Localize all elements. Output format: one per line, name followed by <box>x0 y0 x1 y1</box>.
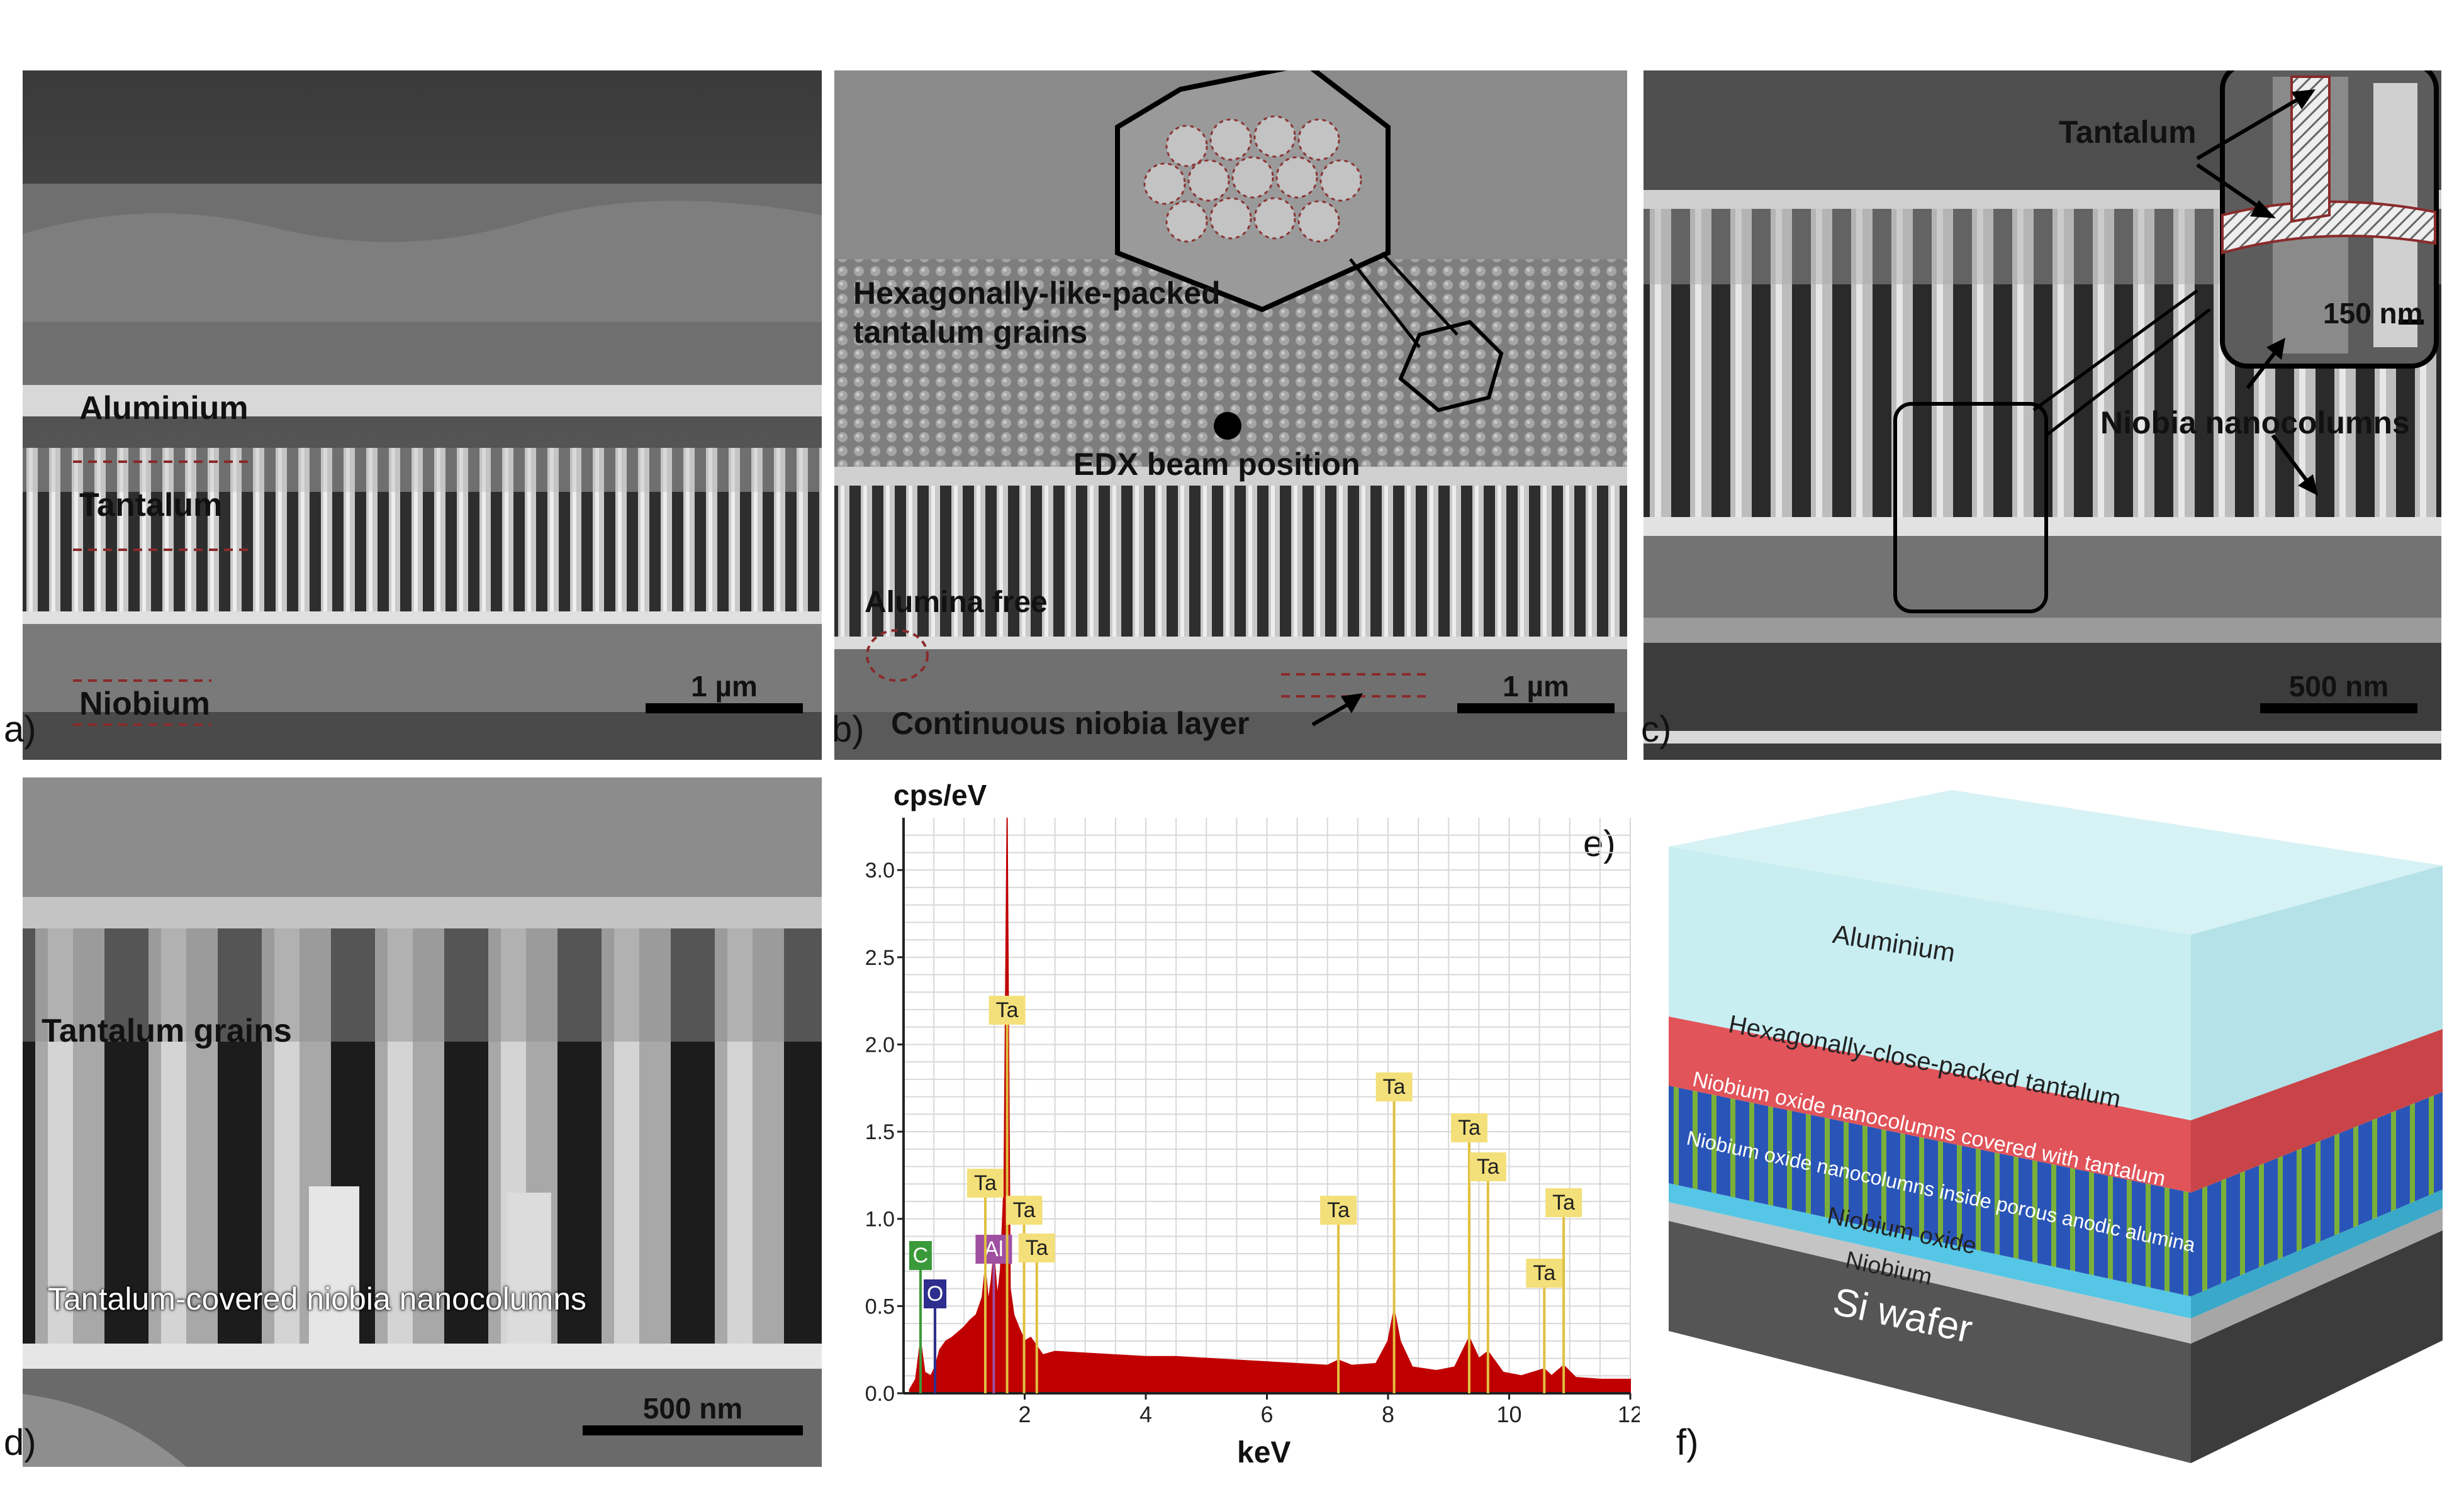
panel-e: cps/eV keV e) 0.0 0.5 1.0 1.5 2.0 2.5 3.0 2 4 6 8 1… <box>834 774 1640 1484</box>
inset-scale-text: 150 nm <box>2323 297 2423 330</box>
aluminium-side <box>2191 866 2443 1120</box>
peak-label-box <box>1320 1196 1357 1225</box>
panel-tag-c: c) <box>1641 709 1672 750</box>
peak-label-ta: Ta <box>974 1171 997 1195</box>
scale-text: 1 µm <box>691 670 758 703</box>
y-tick-label: 1.0 <box>865 1208 895 1232</box>
peak-label-o: O <box>927 1282 943 1306</box>
label-hexagonal-line2: tantalum grains <box>853 315 1088 350</box>
peak-label-box <box>988 996 1026 1025</box>
scale-bar-c: 500 nm <box>2260 669 2417 713</box>
label-niobium: Niobium <box>79 686 210 722</box>
sem-image-c <box>1644 70 2441 760</box>
peak-label-ta: Ta <box>1026 1236 1048 1260</box>
nanocolumns-side <box>2191 1092 2443 1296</box>
x-axis-label: keV <box>1237 1436 1291 1469</box>
y-tick-label: 0.5 <box>865 1295 895 1318</box>
scale-line <box>646 703 803 713</box>
x-tick-label: 12 <box>1618 1401 1640 1427</box>
x-tick-label: 6 <box>1260 1401 1273 1427</box>
y-tick-label: 2.5 <box>865 946 895 970</box>
label-tantalum: Tantalum <box>79 487 223 523</box>
panel-tag-b: b) <box>832 709 865 750</box>
niobium-side <box>2191 1208 2443 1344</box>
peak-label-ta: Ta <box>1477 1155 1499 1179</box>
x-tick-label: 10 <box>1496 1401 1521 1427</box>
panel-f: Aluminium Hexagonally-close-packed tanta… <box>1644 777 2461 1487</box>
peak-label-c: C <box>913 1244 929 1267</box>
label-tantalum-c: Tantalum <box>2059 114 2197 150</box>
peak-label-ta: Ta <box>1458 1116 1481 1140</box>
y-tick-label: 2.0 <box>865 1033 895 1057</box>
scale-text: 500 nm <box>2288 670 2389 703</box>
peak-label-ta: Ta <box>1533 1261 1555 1285</box>
y-tick-label: 3.0 <box>865 859 895 883</box>
spectrum-area <box>909 817 1631 1394</box>
label-aluminium: Aluminium <box>79 390 249 426</box>
scale-line <box>583 1425 803 1435</box>
peak-label-box <box>1018 1234 1055 1262</box>
label-alumina-free: Alumina free <box>865 586 1048 619</box>
peak-label-ta: Ta <box>996 998 1019 1022</box>
scale-text: 1 µm <box>1503 670 1569 703</box>
sem-image-d <box>23 777 822 1467</box>
peak-label-box <box>966 1169 1004 1198</box>
peak-label-ta: Ta <box>1552 1191 1575 1215</box>
scale-bar-b: 1 µm <box>1457 669 1615 713</box>
aluminium-front <box>1669 847 2191 1120</box>
niobium-oxide-front <box>1669 1183 2191 1318</box>
label-continuous-niobia: Continuous niobia layer <box>891 706 1250 741</box>
si-wafer-side <box>2191 1230 2443 1463</box>
hex-grain-inset <box>1143 115 1362 243</box>
x-tick-label: 2 <box>1018 1401 1031 1427</box>
scale-line <box>2260 703 2417 713</box>
label-edx-beam: EDX beam position <box>1073 447 1360 482</box>
y-tick-label: 1.5 <box>865 1120 895 1144</box>
peak-label-box <box>1526 1259 1563 1288</box>
tantalum-side <box>2191 1029 2443 1193</box>
peak-label-box <box>909 1241 932 1270</box>
label-hexagonal-line1: Hexagonally-like-packed <box>853 276 1221 311</box>
label-tantalum-grains: Tantalum grains <box>42 1013 292 1049</box>
panel-c: Tantalum Niobia nanocolumns 150 nm 500 n… <box>1644 70 2441 760</box>
panel-tag-f: f) <box>1676 1422 1699 1463</box>
peak-label-al: Al <box>984 1237 1003 1261</box>
peak-label-ta: Ta <box>1327 1198 1350 1222</box>
label-niobia-nanocolumns: Niobia nanocolumns <box>2100 405 2410 440</box>
peak-label-box <box>1450 1113 1487 1142</box>
tantalum-front <box>1669 1016 2191 1193</box>
scale-text: 500 nm <box>642 1392 743 1425</box>
panel-a: Aluminium Tantalum Niobium 1 µm <box>23 70 822 760</box>
x-tick-label: 4 <box>1140 1401 1152 1427</box>
peak-label-ta: Ta <box>1013 1198 1036 1222</box>
layer-stack-diagram <box>1669 790 2443 1463</box>
sem-image-a <box>23 70 822 760</box>
sem-image-b <box>834 70 1627 760</box>
aluminium-top <box>1669 790 2443 935</box>
scale-line <box>1457 703 1615 713</box>
niobium-front <box>1669 1202 2191 1344</box>
nanocolumns-front <box>1669 1086 2191 1296</box>
panel-tag-d: d) <box>4 1422 36 1463</box>
panel-tag-e: e) <box>1583 823 1616 864</box>
scale-bar-a: 1 µm <box>646 669 803 713</box>
panel-tag-a: a) <box>4 709 36 750</box>
scale-bar-d: 500 nm <box>583 1391 803 1435</box>
peak-label-box <box>1469 1152 1506 1181</box>
x-tick-label: 8 <box>1382 1401 1394 1427</box>
peak-label-box <box>1005 1196 1043 1225</box>
peak-label-ta: Ta <box>1383 1075 1406 1099</box>
panel-b: Hexagonally-like-packed tantalum grains … <box>834 70 1627 760</box>
peak-label-box <box>1375 1072 1413 1101</box>
niobium-oxide-side <box>2191 1189 2443 1318</box>
y-tick-label: 0.0 <box>865 1382 895 1406</box>
y-axis-label: cps/eV <box>893 779 987 811</box>
label-tantalum-covered: Tantalum-covered niobia nanocolumns <box>48 1281 587 1317</box>
peak-label-box <box>1545 1188 1582 1217</box>
panel-d: Tantalum grains Tantalum-covered niobia … <box>23 777 822 1467</box>
peak-label-box <box>924 1279 947 1308</box>
si-wafer-front <box>1669 1221 2191 1463</box>
